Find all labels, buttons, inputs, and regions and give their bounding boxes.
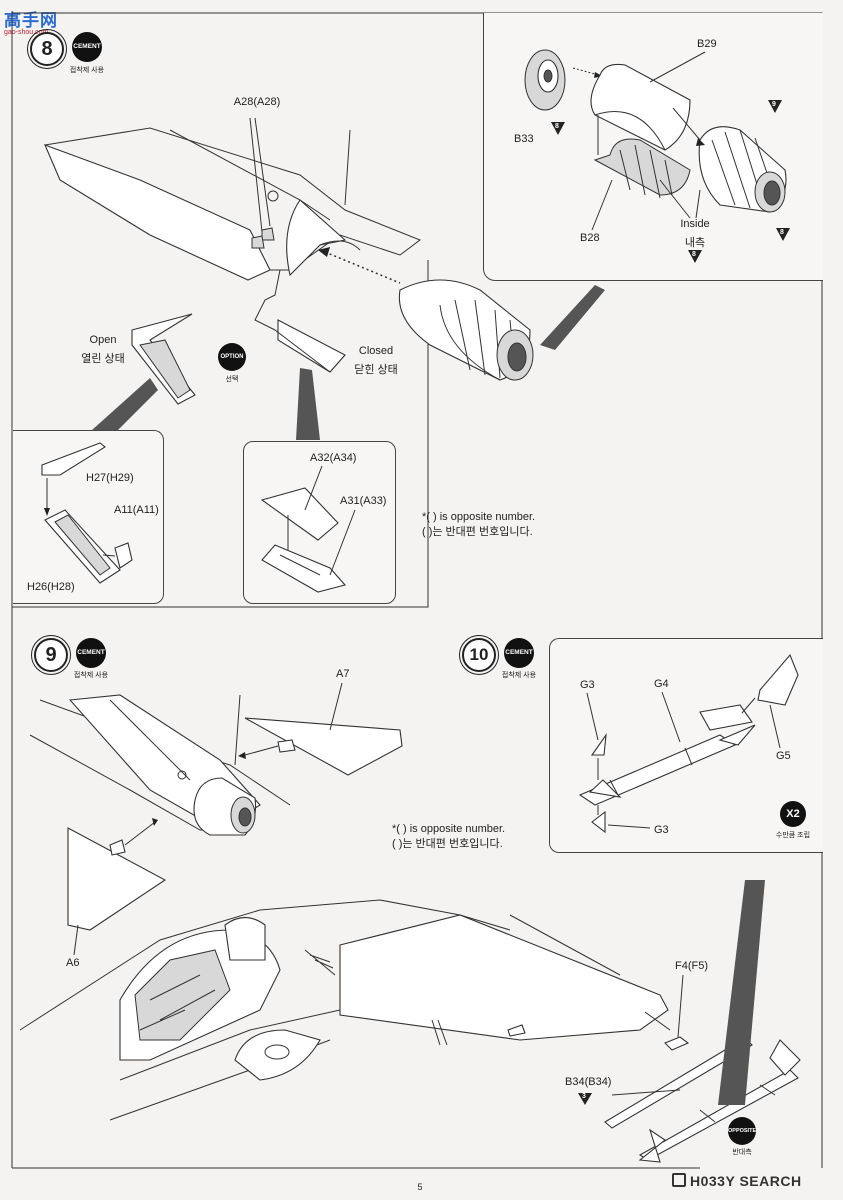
label-f4: F4(F5) (675, 960, 708, 972)
step-10-badge: 10 (459, 635, 499, 675)
label-a28: A28(A28) (233, 96, 281, 108)
opposite-note-en: *( ) is opposite number. (422, 511, 536, 523)
step-10-cement-badge: CEMENT (504, 638, 534, 668)
ref-3-triangle: 3 (578, 1093, 592, 1105)
label-h26: H26(H28) (27, 581, 75, 593)
label-b34: B34(B34) (565, 1076, 612, 1088)
step-10-cement-note: 접착제 사용 (501, 672, 537, 679)
label-a7: A7 (336, 668, 350, 680)
opposite-note-step8: *( ) is opposite number. ( )는 반대편 번호입니다. (422, 510, 535, 540)
logo-text: 高手网 (4, 11, 58, 30)
label-g4: G4 (654, 678, 669, 690)
step-9-badge: 9 (31, 635, 71, 675)
label-open-kr: 열린 상태 (81, 353, 125, 365)
step-8-cement-note: 접착제 사용 (69, 67, 105, 74)
page-number: 5 (417, 1182, 423, 1192)
ref-8-triangle-b33: 8 (551, 122, 565, 135)
label-h27: H27(H29) (86, 472, 134, 484)
ref-8-text: 8 (780, 229, 784, 236)
option-badge: OPTION (218, 343, 246, 371)
open-panel-detail (13, 430, 164, 604)
ref-8-triangle-nozzle: 8 (776, 228, 790, 241)
label-a11: A11(A11) (114, 504, 159, 516)
step-9-cement-badge: CEMENT (76, 638, 106, 668)
label-b28: B28 (580, 232, 600, 244)
opposite-note-kr: ( )는 반대편 번호입니다. (392, 838, 503, 850)
option-badge-caption: 선택 (225, 376, 239, 383)
label-a32: A32(A34) (310, 452, 357, 464)
watermark-icon (672, 1173, 686, 1187)
ref-3-text: 3 (582, 1093, 586, 1100)
x2-badge: X2 (780, 801, 806, 827)
step-8-cement-badge: CEMENT (72, 32, 102, 62)
label-b33: B33 (514, 133, 534, 145)
label-g3-top: G3 (580, 679, 595, 691)
label-g5: G5 (776, 750, 791, 762)
watermark-text: H033Y SEARCH (690, 1173, 802, 1189)
opposite-badge-caption: 반대측 (732, 1149, 752, 1156)
label-a31: A31(A33) (340, 495, 387, 507)
ref-9-text: 9 (772, 101, 776, 108)
step-8-badge: 8 (27, 29, 67, 69)
ref-9-triangle: 9 (768, 100, 782, 113)
label-inside-en: Inside (680, 218, 710, 230)
logo-url: gao-shou.com (4, 29, 49, 36)
ref-8-text: 8 (555, 123, 559, 130)
label-a6: A6 (66, 957, 80, 969)
label-g3-bottom: G3 (654, 824, 669, 836)
label-b29: B29 (697, 38, 717, 50)
label-closed-en: Closed (358, 345, 394, 357)
opposite-note-en: *( ) is opposite number. (392, 823, 506, 835)
opposite-note-kr: ( )는 반대편 번호입니다. (422, 526, 533, 538)
opposite-note-step9: *( ) is opposite number. ( )는 반대편 번호입니다. (392, 822, 505, 852)
step-9-cement-note: 접착제 사용 (73, 672, 109, 679)
label-closed-kr: 닫힌 상태 (354, 364, 398, 376)
opposite-badge: OPPOSITE (728, 1117, 756, 1145)
ref-8-triangle-inside: 8 (688, 250, 702, 263)
label-open-en: Open (89, 334, 117, 346)
x2-badge-caption: 수만큼 조립 (775, 832, 811, 839)
watermark: H033Y SEARCH (672, 1173, 802, 1189)
ref-8-text: 8 (692, 251, 696, 258)
label-inside-kr: 내측 (684, 237, 706, 249)
site-logo: 高手网 gao-shou.com (4, 6, 74, 36)
